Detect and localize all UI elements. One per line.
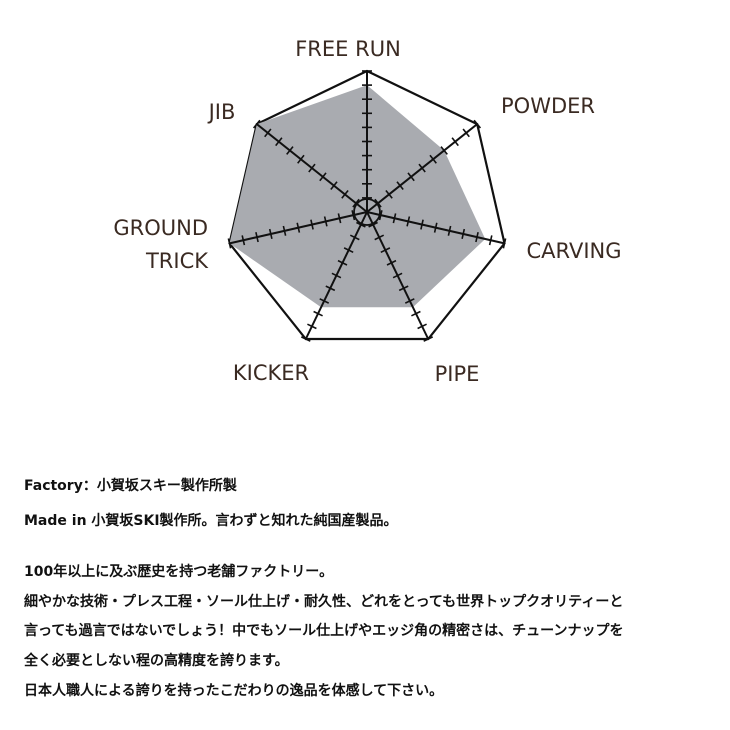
- axis-tick-pipe: [398, 285, 409, 292]
- axis-label-kicker: KICKER: [233, 361, 309, 385]
- axis-tick-jib: [275, 137, 283, 147]
- factory-line: Factory：小賀坂スキー製作所製: [24, 478, 237, 494]
- axis-tick-pipe: [374, 234, 385, 241]
- axis-tick-jib: [252, 119, 261, 129]
- description-line-3: 言っても過言ではないでしょう！中でもソール仕上げやエッジ角の精密さは、チューンナ…: [24, 623, 624, 639]
- axis-tick-kicker: [313, 310, 323, 317]
- data-area: [229, 85, 486, 308]
- axis-tick-jib: [286, 146, 294, 155]
- axis-tick-ground-trick: [227, 238, 232, 249]
- axis-tick-pipe: [417, 323, 427, 330]
- axis-tick-pipe: [368, 221, 378, 228]
- axis-tick-kicker: [337, 259, 348, 266]
- axis-tick-kicker: [356, 221, 366, 228]
- axis-tick-powder: [451, 137, 459, 147]
- axis-label-free-run: FREE RUN: [295, 37, 401, 61]
- axis-tick-carving: [420, 219, 424, 230]
- axis-tick-carving: [447, 225, 452, 236]
- axis-tick-carving: [461, 228, 466, 239]
- axis-tick-jib: [319, 172, 327, 182]
- axis-tick-carving: [488, 235, 493, 246]
- axis-tick-carving: [502, 238, 507, 249]
- axis-tick-kicker: [319, 298, 330, 304]
- axis-tick-ground-trick: [323, 216, 328, 227]
- axis-tick-pipe: [423, 336, 434, 342]
- axis-tick-ground-trick: [241, 235, 246, 246]
- axis-tick-ground-trick: [296, 222, 301, 233]
- axis-tick-pipe: [411, 310, 421, 317]
- axis-tick-pipe: [380, 247, 391, 254]
- axis-label-trick: TRICK: [145, 249, 209, 273]
- axis-tick-powder: [440, 146, 448, 155]
- axis-tick-pipe: [404, 298, 415, 304]
- axis-tick-jib: [297, 154, 305, 164]
- axis-tick-powder: [407, 172, 415, 182]
- axis-tick-powder: [385, 189, 393, 199]
- axis-label-ground: GROUND: [113, 216, 208, 240]
- outer-heptagon: [228, 69, 506, 341]
- axis-tick-jib: [264, 128, 272, 138]
- axis-tick-kicker: [300, 336, 311, 342]
- axis-tick-ground-trick: [337, 213, 342, 224]
- axis-tick-jib: [330, 181, 338, 190]
- axis-tick-pipe: [386, 259, 397, 266]
- axis-tick-kicker: [349, 234, 360, 241]
- axis-tick-jib: [352, 198, 360, 208]
- axis-tick-ground-trick: [351, 210, 356, 221]
- axis-tick-kicker: [331, 272, 342, 279]
- made-in-line: Made in 小賀坂SKI製作所。言わずと知れた純国産製品。: [24, 513, 398, 529]
- axis-tick-jib: [341, 189, 349, 199]
- axis-tick-ground-trick: [255, 232, 259, 243]
- center-circle: [353, 198, 381, 226]
- axis-tick-ground-trick: [268, 228, 273, 239]
- axis-tick-carving: [433, 222, 438, 233]
- axis-label-powder: POWDER: [501, 94, 595, 118]
- axis-tick-kicker: [343, 247, 354, 254]
- axis-tick-carving: [406, 216, 411, 227]
- description-line-2: 細やかな技術・プレス工程・ソール仕上げ・耐久性、どれをとっても世界トップクオリテ…: [24, 594, 624, 610]
- axis-tick-kicker: [307, 323, 317, 330]
- axis-tick-powder: [429, 154, 437, 164]
- axis-tick-carving: [378, 210, 383, 221]
- description-line-4: 全く必要としない程の高精度を誇ります。: [24, 653, 289, 669]
- axis-tick-pipe: [392, 272, 403, 279]
- description-line-5: 日本人職人による誇りを持ったこだわりの逸品を体感して下さい。: [24, 683, 444, 699]
- axis-label-jib: JIB: [207, 100, 236, 124]
- axis-tick-carving: [475, 232, 479, 243]
- radar-chart: FREE RUN POWDER CARVING PIPE KICKER GROU…: [113, 37, 621, 386]
- axis-label-pipe: PIPE: [435, 362, 480, 386]
- axis-tick-ground-trick: [310, 219, 314, 230]
- axis-tick-carving: [392, 213, 397, 224]
- axis-tick-powder: [396, 181, 404, 190]
- description-line-1: 100年以上に及ぶ歴史を持つ老舗ファクトリー。: [24, 564, 334, 580]
- axis-tick-powder: [462, 128, 470, 138]
- axis-tick-powder: [418, 163, 426, 173]
- axis-tick-kicker: [325, 285, 336, 292]
- axis-tick-powder: [374, 198, 382, 208]
- axis-tick-powder: [473, 119, 482, 129]
- axis-tick-ground-trick: [282, 225, 287, 236]
- axes-group: [227, 70, 507, 342]
- axis-label-carving: CARVING: [526, 239, 621, 263]
- axis-tick-jib: [308, 163, 316, 173]
